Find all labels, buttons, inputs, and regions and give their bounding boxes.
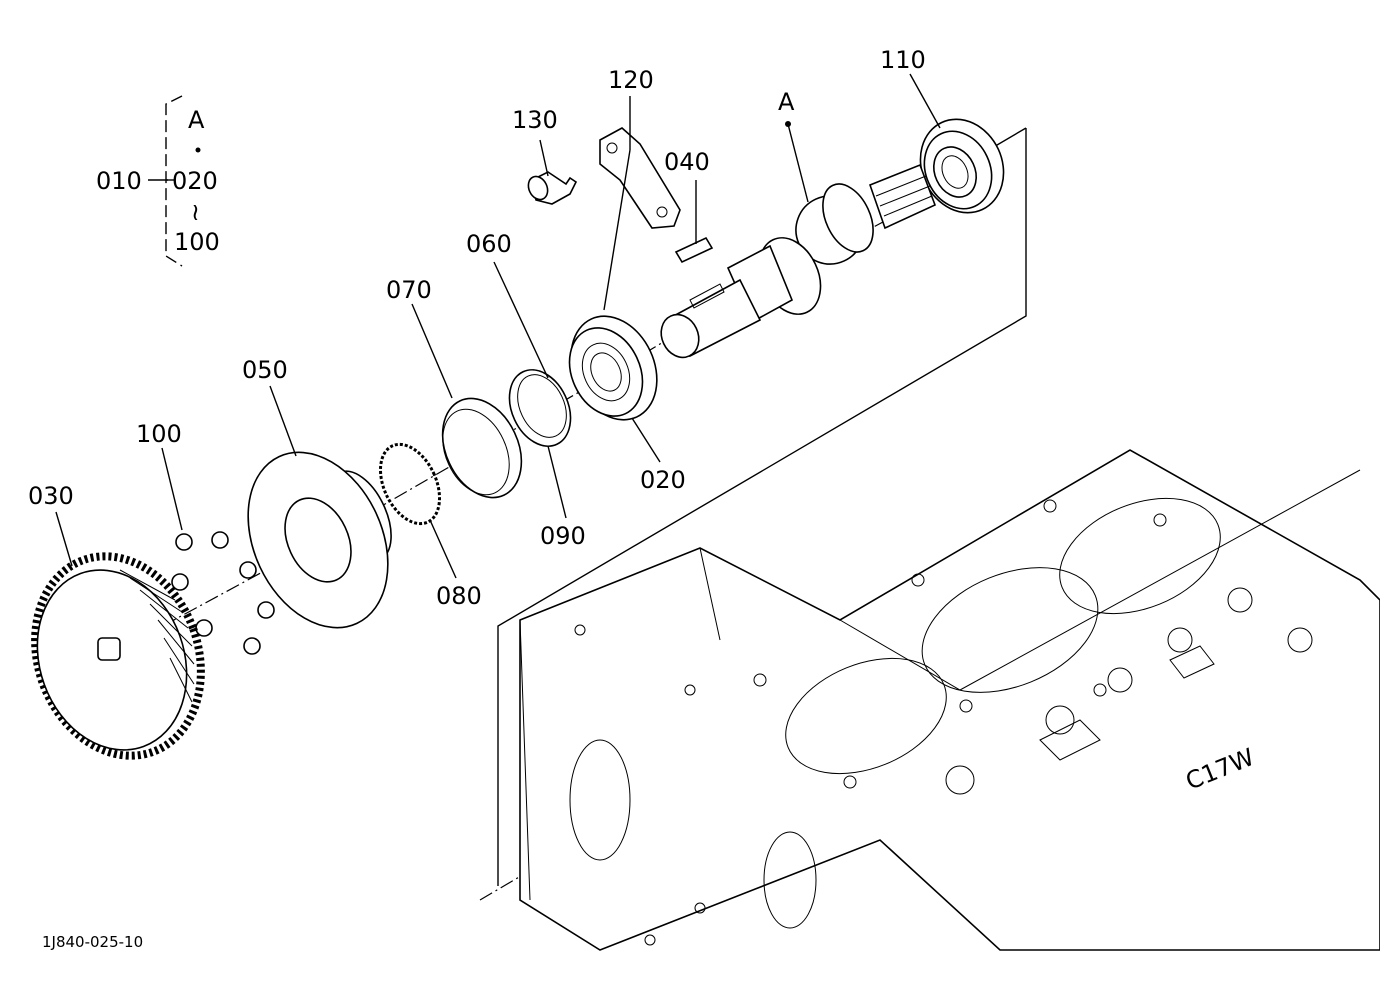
bearing-110: [919, 118, 1005, 214]
callout-100: 100: [136, 420, 182, 448]
range-tilde-icon: ≀: [191, 198, 200, 226]
diagram-code: 1J840-025-10: [42, 933, 143, 951]
stopper-plate-120: [599, 127, 681, 229]
gear-030: [31, 552, 205, 760]
bolt-130: [527, 171, 578, 205]
callout-020: 020: [640, 466, 686, 494]
callout-080: 080: [436, 582, 482, 610]
balancer-shaft-a: [660, 163, 937, 359]
callout-050: 050: [242, 356, 288, 384]
callout-090: 090: [540, 522, 586, 550]
leader-lines: [55, 73, 941, 579]
bearing-020: [568, 315, 658, 421]
callout-030: 030: [28, 482, 74, 510]
key-040: [674, 236, 714, 264]
ball-retainer-080: [378, 442, 442, 526]
cylinder-block: [519, 449, 1380, 951]
seal-ring-070: [441, 397, 523, 499]
callout-060: 060: [466, 230, 512, 258]
group-item-100-label: 100: [174, 228, 220, 256]
snap-ring-090: [508, 369, 572, 447]
callout-a: A: [778, 88, 795, 116]
callout-070: 070: [386, 276, 432, 304]
callout-labels: 110 120 130 040 A 060 070 050 100 030 02…: [28, 46, 926, 610]
callout-110: 110: [880, 46, 926, 74]
housing-050: [247, 451, 392, 629]
steel-balls-100: [171, 531, 275, 655]
callout-120: 120: [608, 66, 654, 94]
group-parent-label: 010: [96, 167, 142, 195]
callout-130: 130: [512, 106, 558, 134]
callout-040: 040: [664, 148, 710, 176]
group-item-020-label: 020: [172, 167, 218, 195]
group-item-a-label: A: [188, 106, 205, 134]
assembly-group-bracket: 010 A 020 ≀ 100: [96, 95, 220, 267]
